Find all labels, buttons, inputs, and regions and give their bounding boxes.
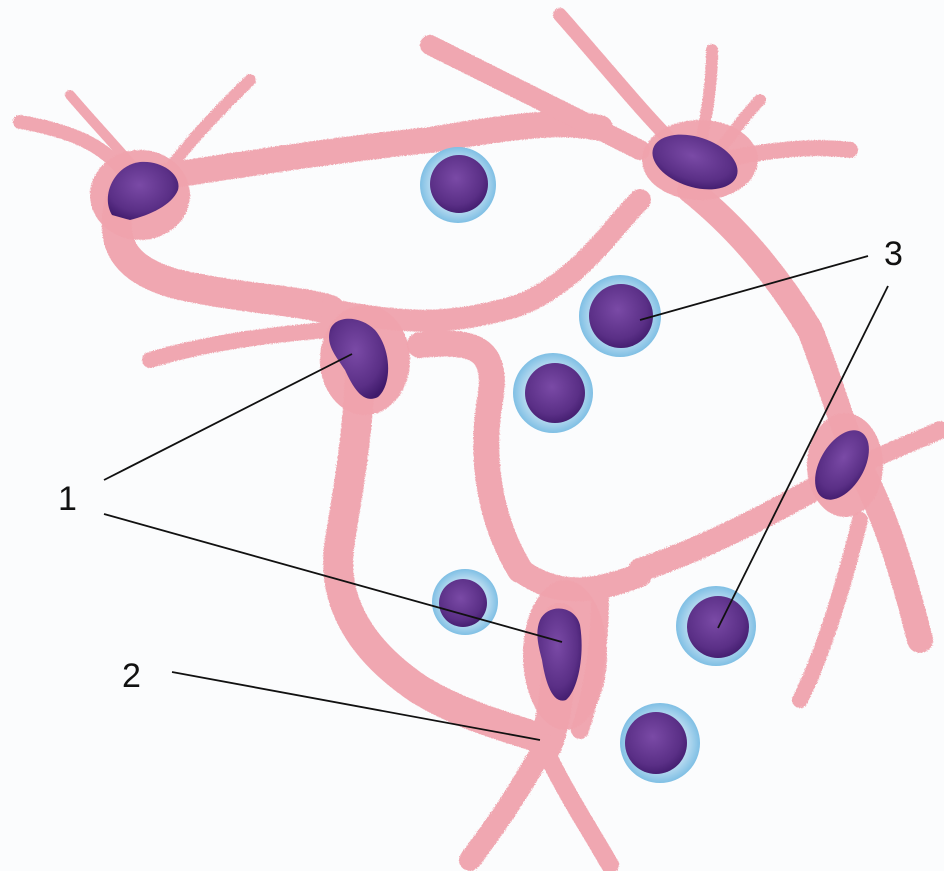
lymphocyte-3 bbox=[513, 353, 593, 433]
lymphocyte-4 bbox=[432, 569, 498, 635]
lymphocyte-1 bbox=[420, 147, 496, 223]
callout-2: 2 bbox=[122, 657, 141, 695]
callout-1: 1 bbox=[58, 480, 77, 518]
lymphocyte-2 bbox=[579, 275, 661, 357]
lymphocyte-5 bbox=[676, 586, 756, 666]
lymphocyte-6 bbox=[620, 703, 700, 783]
callout-3: 3 bbox=[884, 235, 903, 273]
